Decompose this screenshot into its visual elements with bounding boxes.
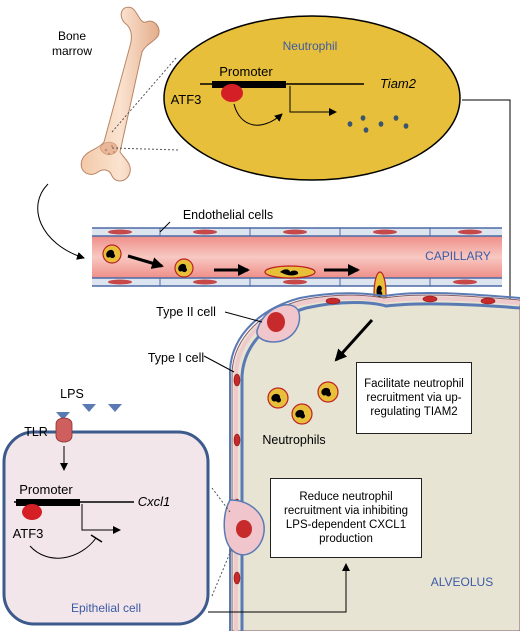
facilitate-box: Facilitate neutrophil recruitment via up…: [356, 362, 472, 434]
bone-marrow-label: Bone: [58, 29, 86, 43]
inhibition-curve: [29, 537, 97, 559]
promoter-block-bottom: [16, 499, 80, 506]
facilitate-text: Facilitate neutrophil recruitment via up…: [364, 378, 464, 418]
atf3-protein-top: [221, 84, 243, 102]
promoter-block-top: [212, 81, 286, 88]
tlr-receptor: [55, 417, 73, 443]
reduce-box: Reduce neutrophil recruitment via inhibi…: [270, 478, 422, 558]
migration-arrow-1: [127, 254, 164, 269]
tiam2-transcripts: [347, 115, 409, 133]
type2-cell-label: Type II cell: [156, 305, 216, 319]
neutrophils-label: Neutrophils: [262, 433, 325, 447]
promoter-label-top: Promoter: [219, 64, 273, 79]
bone-to-capillary-arrow: [37, 183, 85, 260]
alveolar-neutrophil-3: [291, 403, 313, 425]
reduce-text: Reduce neutrophil recruitment via inhibi…: [283, 491, 408, 545]
type2-pointer: [224, 311, 263, 323]
endothelial-cells-label: Endothelial cells: [183, 208, 273, 222]
capillary-label: CAPILLARY: [425, 249, 491, 263]
type2-cell-bottom: [223, 499, 265, 556]
zoom-line-epi-top: [211, 487, 231, 513]
lps-label: LPS: [60, 387, 84, 401]
activation-arrow-top: [233, 103, 283, 126]
alveolar-membrane-inner: [240, 301, 520, 631]
bone-marrow-label-2: marrow: [52, 44, 92, 58]
alveolar-membrane-outer: [229, 291, 520, 631]
adhering-neutrophil: [264, 265, 316, 279]
promoter-label-bottom: Promoter: [19, 482, 73, 497]
endothelial-pointer: [159, 221, 171, 233]
type1-cell-label: Type I cell: [148, 351, 204, 365]
alveolus-label: ALVEOLUS: [431, 575, 493, 589]
rolling-neutrophil-1: [102, 244, 122, 264]
transcription-arrow-top: [289, 86, 337, 116]
epithelial-cell: [2, 430, 210, 626]
type1-pointer: [203, 355, 235, 373]
zoom-line-epi-bottom: [211, 547, 233, 597]
cxcl1-gene-label: Cxcl1: [138, 494, 171, 509]
epithelial-cell-label: Epithelial cell: [71, 601, 141, 615]
bone-illustration: [80, 6, 160, 182]
connector-epithelial-to-reduce: [208, 563, 350, 613]
type1-cell-layer: [234, 295, 520, 631]
tlr-label: TLR: [24, 425, 48, 439]
atf3-label-bottom: ATF3: [13, 526, 44, 541]
zoom-line-top: [111, 57, 177, 133]
neutrophil-title: Neutrophil: [283, 39, 338, 53]
alveolar-neutrophil-1: [317, 381, 339, 403]
lps-molecule-2: [108, 404, 122, 412]
zoom-line-bottom: [111, 147, 181, 151]
neutrophil-cell: [163, 15, 461, 181]
lps-molecule-1: [82, 404, 96, 412]
lps-bound-icon: [56, 412, 70, 420]
atf3-label-top: ATF3: [171, 92, 202, 107]
type2-cell-top: [256, 304, 301, 343]
recruitment-arrow: [334, 318, 374, 362]
atf3-protein-bottom: [22, 504, 42, 520]
inhibition-bar: [90, 534, 103, 543]
type1-cell-nuclei: [233, 295, 496, 585]
transcription-arrow-bottom: [81, 504, 121, 534]
tiam2-gene-label: Tiam2: [380, 76, 417, 91]
alveolar-neutrophil-2: [267, 387, 289, 409]
rolling-neutrophil-2: [174, 258, 194, 278]
